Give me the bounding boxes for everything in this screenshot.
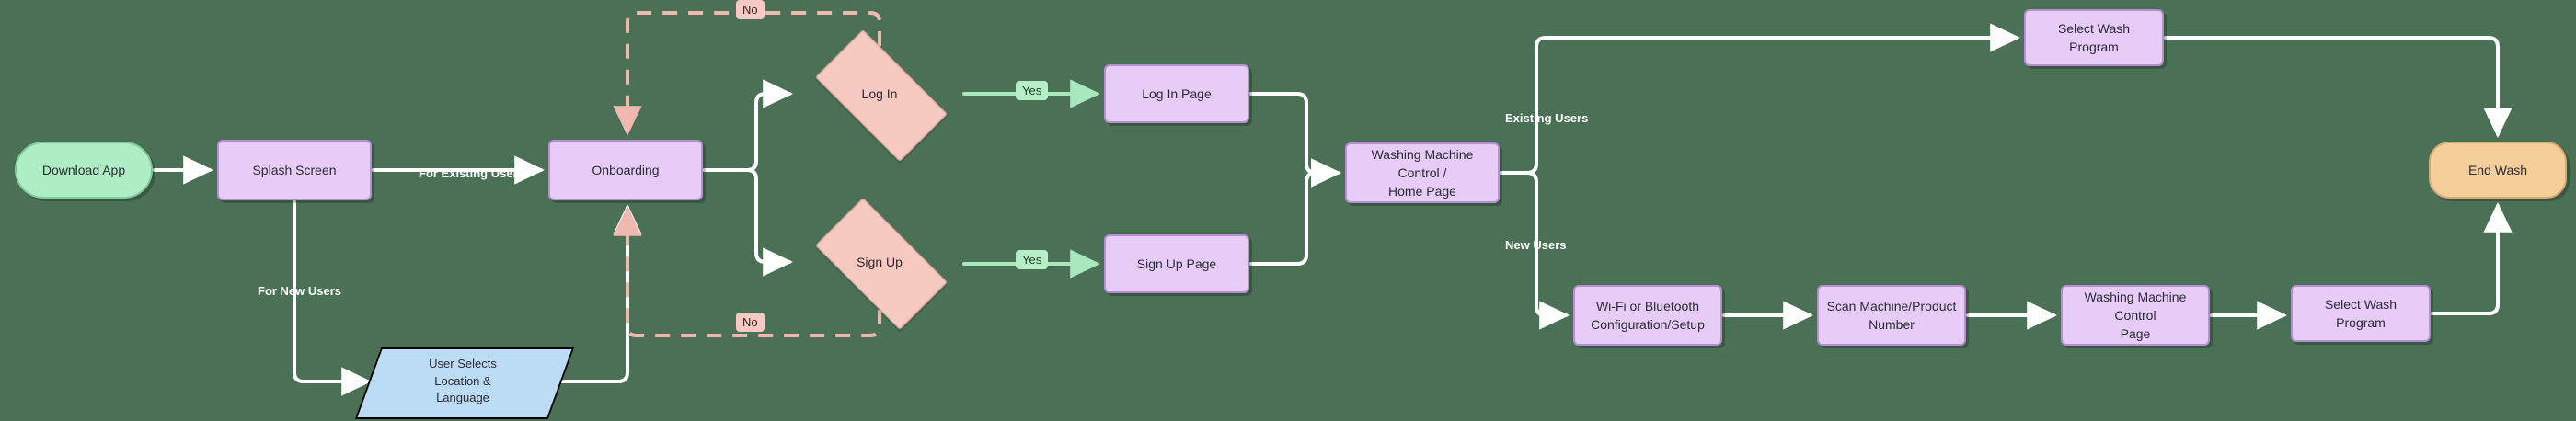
node-label-home-page: Washing Machine Control /Home Page xyxy=(1371,146,1474,199)
edge-home-to-selectwash-top xyxy=(1500,23,2021,175)
edge-splash-to-userselects xyxy=(293,200,373,396)
node-label-download-app: Download App xyxy=(41,162,126,177)
node-download-app[interactable]: Download App xyxy=(15,142,153,199)
node-onboarding[interactable]: Onboarding xyxy=(548,140,703,200)
node-log-in[interactable]: Log In xyxy=(797,29,962,162)
edge-home-to-wifi xyxy=(1500,171,1570,330)
edge-selectwash-top-to-endwash xyxy=(2164,36,2513,139)
node-select-wash-bottom[interactable]: Select Wash Program xyxy=(2291,285,2431,342)
edge-loginpage-to-home xyxy=(1249,92,1342,188)
edge-label-new-users: New Users xyxy=(1505,238,1567,252)
node-select-wash-top[interactable]: Select Wash Program xyxy=(2024,9,2164,66)
edge-selectwash-bottom-to-endwash xyxy=(2431,201,2513,315)
node-label-sign-up-page: Sign Up Page xyxy=(1136,256,1217,271)
node-splash-screen[interactable]: Splash Screen xyxy=(217,140,372,200)
node-label-select-wash-bottom: Select Wash Program xyxy=(2324,296,2398,330)
edge-label-no-bottom: No xyxy=(736,313,765,332)
node-log-in-page[interactable]: Log In Page xyxy=(1104,64,1249,123)
edge-label-yes-login: Yes xyxy=(1016,81,1049,100)
node-label-log-in-page: Log In Page xyxy=(1142,85,1212,101)
edge-label-existing-users: Existing Users xyxy=(1505,111,1589,125)
node-label-splash-screen: Splash Screen xyxy=(252,162,337,177)
node-label-onboarding: Onboarding xyxy=(592,162,660,177)
edge-userselects-to-onboarding xyxy=(556,203,642,383)
edge-label-for-new-users: For New Users xyxy=(258,284,342,298)
edge-onboarding-to-login xyxy=(703,79,794,172)
node-sign-up[interactable]: Sign Up xyxy=(797,198,962,330)
edge-label-for-existing-users: For Existing Users xyxy=(419,166,524,180)
edge-label-no-top: No xyxy=(736,0,765,19)
node-label-end-wash: End Wash xyxy=(2467,162,2528,177)
node-end-wash[interactable]: End Wash xyxy=(2429,142,2567,199)
node-label-select-wash-top: Select Wash Program xyxy=(2057,20,2131,54)
edge-onboarding-to-signup xyxy=(703,168,794,277)
edge-label-yes-signup: Yes xyxy=(1016,250,1049,269)
node-label-sign-up: Sign Up xyxy=(857,254,903,269)
node-home-page[interactable]: Washing Machine Control /Home Page xyxy=(1345,142,1500,203)
node-label-log-in: Log In xyxy=(861,85,898,101)
node-sign-up-page[interactable]: Sign Up Page xyxy=(1104,234,1249,293)
edge-signuppage-to-home xyxy=(1249,158,1342,266)
